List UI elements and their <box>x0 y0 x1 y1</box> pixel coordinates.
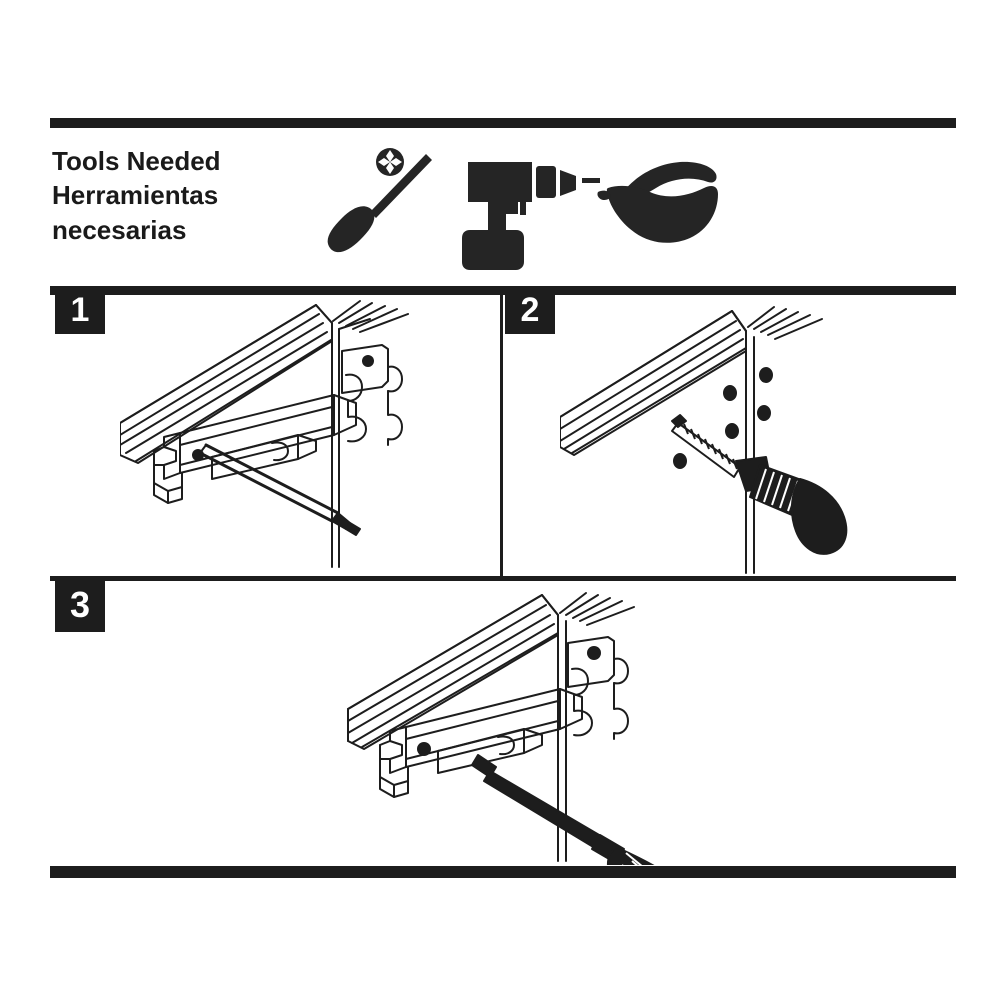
tools-title-spanish-line1: Herramientas <box>52 180 219 211</box>
phillips-screw-icon <box>376 148 404 176</box>
step-2-illustration <box>560 295 956 576</box>
step-1-illustration <box>120 295 500 576</box>
step-3-badge: 3 <box>55 578 105 632</box>
tools-title-spanish-line2: necesarias <box>52 214 187 245</box>
step-1-badge: 1 <box>55 286 105 334</box>
panel-divider-vertical <box>500 295 503 576</box>
tools-icon-row <box>320 140 720 270</box>
drill-body-icon <box>462 162 600 270</box>
bottom-rule <box>50 866 956 878</box>
goggles-icon <box>597 161 718 243</box>
tools-title-english: Tools Needed <box>52 146 221 176</box>
marked-holes <box>673 367 773 469</box>
top-rule <box>50 118 956 128</box>
step-2-badge: 2 <box>505 286 555 334</box>
step-3-illustration <box>300 585 770 865</box>
row-2-rule <box>50 576 956 581</box>
tools-needed-title: Tools Needed Herramientas necesarias <box>52 144 352 247</box>
row-1-rule <box>50 286 956 295</box>
